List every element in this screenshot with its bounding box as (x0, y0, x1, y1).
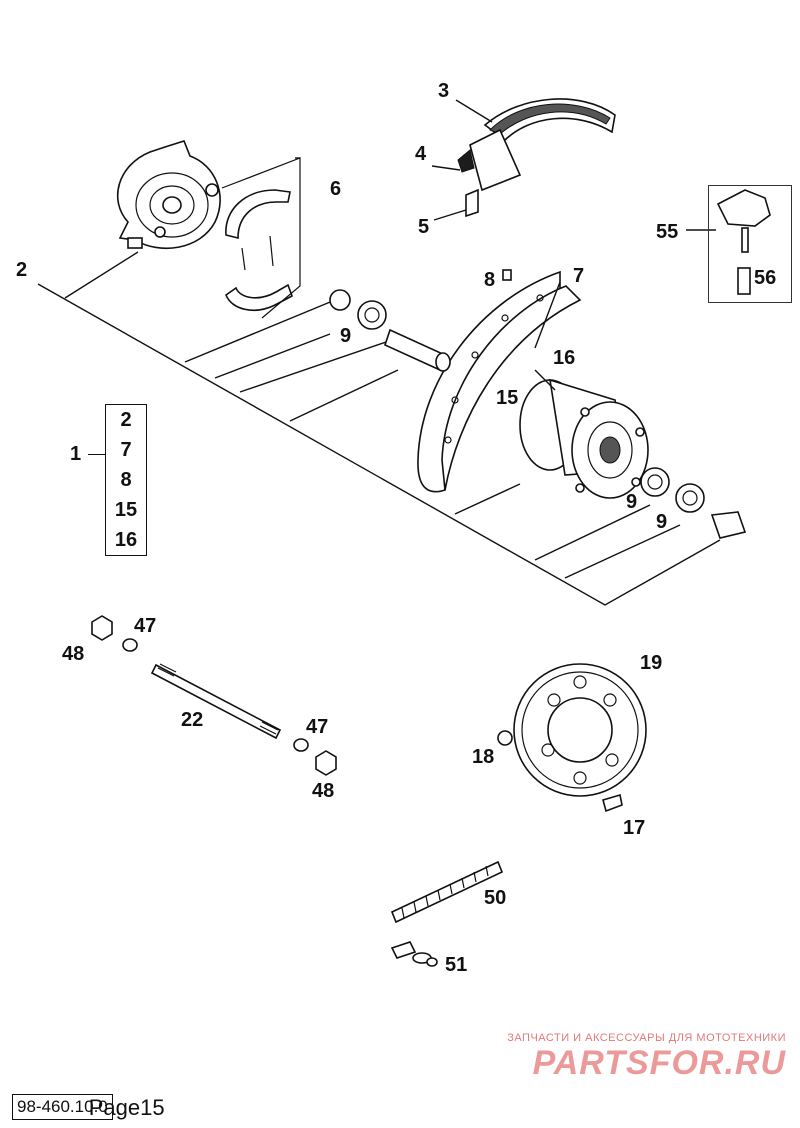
callout-47-lower: 47 (306, 716, 328, 738)
callout-48-lower: 48 (312, 780, 334, 802)
wheel-kit-box: 2 7 8 15 16 (105, 404, 147, 556)
callout-2: 2 (16, 259, 27, 281)
rear-sprocket (497, 663, 647, 813)
callout-9-upper: 9 (340, 325, 351, 347)
page-number: Page15 (88, 1095, 165, 1120)
page-footer: 98-460.10.0 Page15 (12, 1094, 165, 1120)
callout-22: 22 (181, 709, 203, 731)
callout-4: 4 (415, 143, 427, 165)
brake-backing-plate (116, 140, 221, 250)
callout-19: 19 (640, 652, 662, 674)
callout-15: 15 (496, 387, 518, 409)
drive-chain (390, 860, 504, 967)
valve-cap (686, 189, 771, 295)
callout-labels: 2 3 4 5 6 7 8 9 9 9 15 16 17 18 19 22 47… (16, 80, 776, 976)
tyre (431, 98, 616, 221)
brake-shoes (221, 157, 301, 319)
bearings-and-spacers (329, 289, 747, 539)
kit-bracket-line (88, 454, 105, 455)
callout-9-middle: 9 (626, 491, 637, 513)
callout-17: 17 (623, 817, 645, 839)
kit-item: 15 (114, 499, 138, 521)
kit-item: 16 (114, 529, 138, 551)
callout-48-upper: 48 (62, 643, 84, 665)
callout-47-upper: 47 (134, 615, 156, 637)
kit-item: 8 (120, 469, 132, 491)
kit-item: 2 (120, 409, 132, 431)
axle (91, 615, 337, 776)
callout-16: 16 (553, 347, 575, 369)
callout-18: 18 (472, 746, 494, 768)
valve-detail-box (708, 185, 792, 303)
wheel-hub (519, 369, 649, 499)
assembly-leader-lines (37, 251, 721, 606)
watermark: ЗАПЧАСТИ И АКСЕССУАРЫ ДЛЯ МОТОТЕХНИКИ PA… (507, 1032, 786, 1083)
callout-7: 7 (573, 265, 584, 287)
document-code: 98-460.10.0 (12, 1094, 113, 1120)
watermark-logo: PARTSFOR.RU (532, 1044, 786, 1082)
callout-51: 51 (445, 954, 467, 976)
callout-56: 56 (754, 267, 776, 289)
callout-50: 50 (484, 887, 506, 909)
rim (417, 269, 582, 493)
callout-9-lower: 9 (656, 511, 667, 533)
callout-3: 3 (438, 80, 449, 102)
callout-1: 1 (70, 443, 82, 465)
kit-item: 7 (120, 439, 132, 461)
watermark-tagline: ЗАПЧАСТИ И АКСЕССУАРЫ ДЛЯ МОТОТЕХНИКИ (507, 1032, 786, 1044)
callout-5: 5 (418, 216, 429, 238)
callout-6: 6 (330, 178, 341, 200)
callout-8: 8 (484, 269, 495, 291)
callout-55: 55 (656, 221, 678, 243)
